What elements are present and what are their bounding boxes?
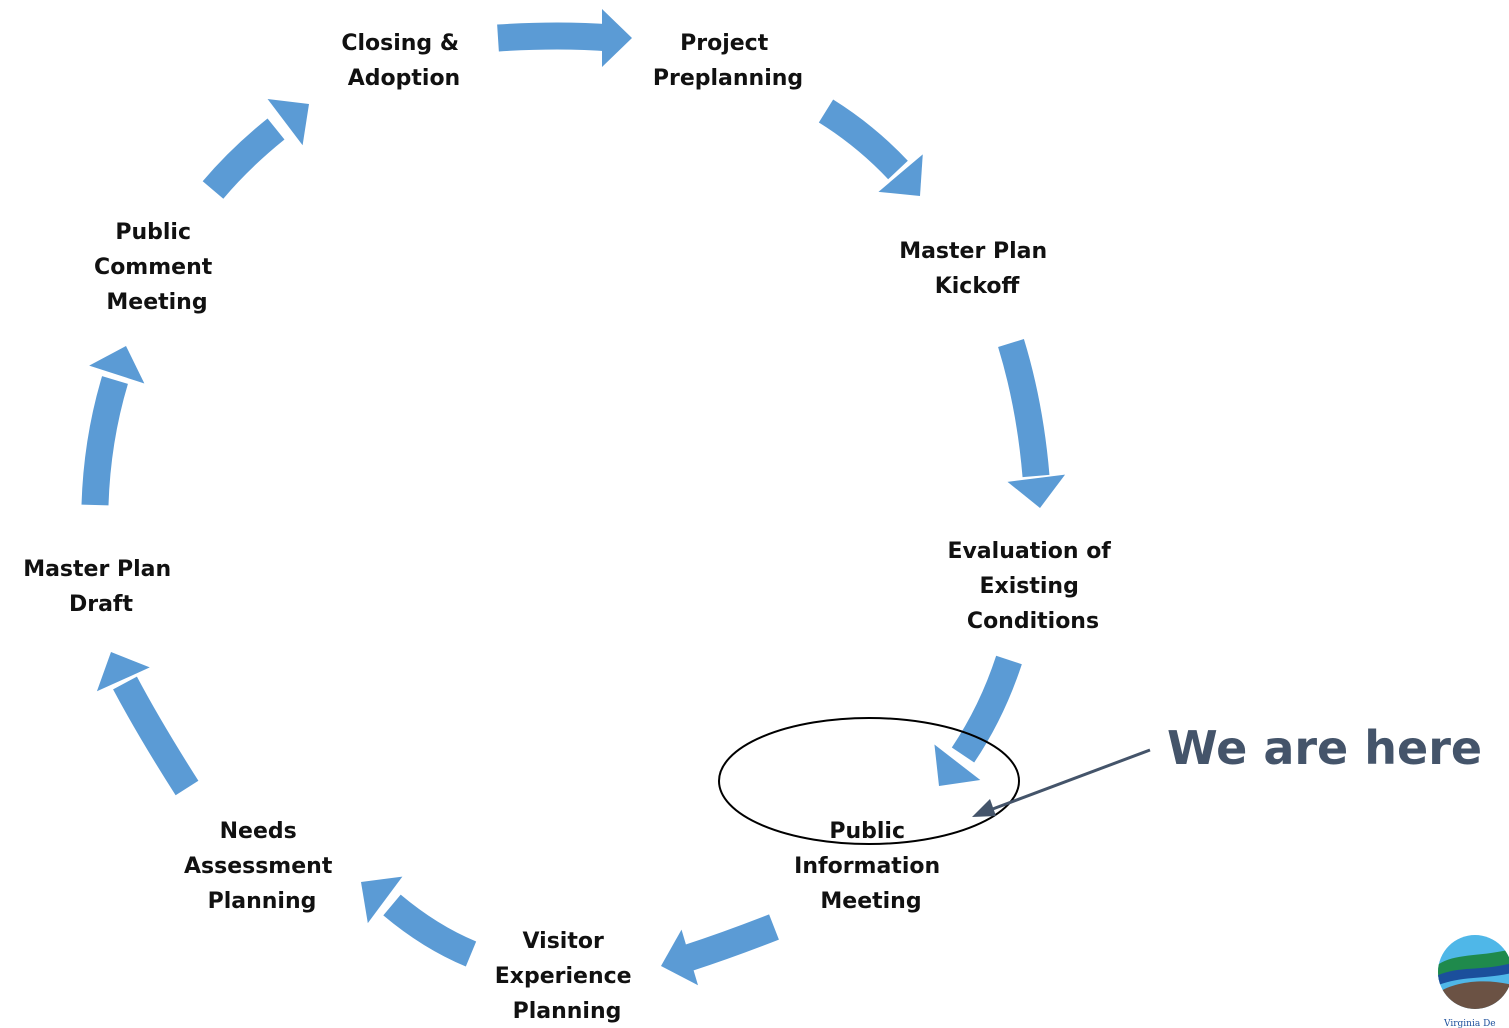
arrow-shaft bbox=[202, 118, 285, 199]
arrow-shaft bbox=[81, 376, 128, 506]
arrow-shaft bbox=[383, 894, 477, 967]
arrow-shaft bbox=[951, 655, 1022, 763]
arrow-kickoff-to-evaluation bbox=[998, 339, 1066, 508]
arrow-shaft bbox=[497, 22, 613, 52]
stage-label-needs-assessment-planning: Needs Assessment Planning bbox=[184, 819, 340, 914]
we-are-here-callout: We are here bbox=[1167, 721, 1482, 775]
arrow-draft-to-comment bbox=[81, 346, 145, 506]
arrow-comment-to-closing bbox=[202, 99, 309, 199]
stage-label-master-plan-draft: Master Plan Draft bbox=[23, 557, 179, 617]
arrow-shaft bbox=[818, 99, 908, 180]
arrow-visitor-to-needs bbox=[361, 876, 477, 967]
stage-label-visitor-experience-planning: Visitor Experience Planning bbox=[495, 929, 640, 1024]
logo-caption: Virginia De bbox=[1443, 1019, 1496, 1028]
arrow-closing-to-preplanning bbox=[497, 9, 632, 67]
arrow-head bbox=[1007, 474, 1066, 508]
stage-label-closing-adoption: Closing & Adoption bbox=[341, 31, 466, 91]
stage-label-master-plan-kickoff: Master Plan Kickoff bbox=[899, 239, 1055, 299]
arrow-head bbox=[267, 99, 309, 146]
arrow-shaft bbox=[683, 914, 779, 971]
cycle-arrows bbox=[81, 9, 1066, 986]
callout-pointer-arrowhead bbox=[972, 799, 996, 817]
arrow-head bbox=[934, 744, 981, 786]
stage-label-project-preplanning: Project Preplanning bbox=[653, 31, 803, 91]
arrow-head bbox=[661, 929, 699, 986]
arrow-head bbox=[361, 876, 403, 924]
stage-label-public-information-meeting: Public Information Meeting bbox=[794, 819, 948, 914]
arrow-head bbox=[602, 9, 632, 67]
stage-label-evaluation-existing-conditions: Evaluation of Existing Conditions bbox=[947, 539, 1118, 634]
stage-label-public-comment-meeting: Public Comment Meeting bbox=[94, 220, 220, 315]
arrow-information-to-visitor bbox=[661, 914, 779, 986]
landscape-logo-icon bbox=[1438, 935, 1509, 1009]
arrow-shaft bbox=[998, 339, 1050, 478]
current-stage-highlight bbox=[718, 717, 1020, 845]
arrow-head bbox=[96, 652, 150, 692]
arrow-needs-to-draft bbox=[96, 652, 199, 796]
arrow-head bbox=[878, 154, 923, 196]
arrow-evaluation-to-information bbox=[934, 655, 1022, 786]
organization-logo: Virginia De bbox=[1438, 935, 1509, 1028]
arrow-shaft bbox=[113, 676, 199, 796]
arrow-head bbox=[89, 346, 145, 384]
arrow-preplanning-to-kickoff bbox=[818, 99, 923, 196]
callout-pointer-line bbox=[989, 748, 1151, 812]
